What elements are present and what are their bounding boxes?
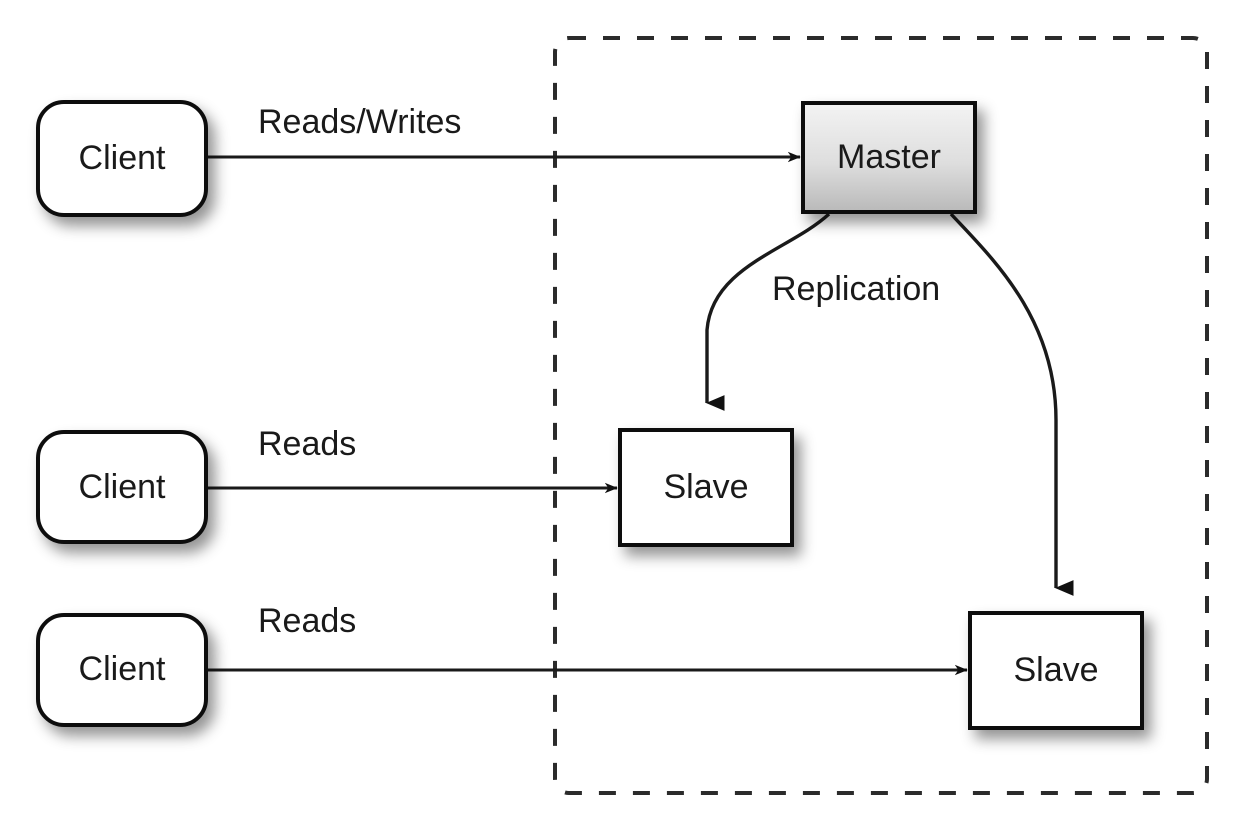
slave-lower-shape[interactable] (968, 611, 1144, 730)
edge-master-to-slave-upper (705, 212, 831, 411)
edge-label-reads-bottom: Reads (258, 602, 356, 640)
slave-lower-label: Slave (1013, 651, 1098, 689)
node-client-middle[interactable]: Client (36, 430, 208, 544)
node-slave-lower[interactable]: Slave (968, 611, 1144, 730)
edge-label-reads-writes: Reads/Writes (258, 103, 461, 141)
edge-master-to-slave-lower (949, 212, 1074, 596)
client-bottom-label: Client (79, 650, 166, 688)
client-top-shape[interactable] (36, 100, 208, 217)
edge-label-reads-middle: Reads (258, 425, 356, 463)
node-client-bottom[interactable]: Client (36, 613, 208, 727)
node-client-top[interactable]: Client (36, 100, 208, 217)
master-shape[interactable] (801, 101, 977, 214)
master-label: Master (837, 138, 941, 176)
edge-label-replication: Replication (772, 270, 940, 308)
slave-upper-label: Slave (663, 468, 748, 506)
node-master[interactable]: Master (801, 101, 977, 214)
slave-upper-shape[interactable] (618, 428, 794, 547)
database-cluster-boundary (553, 36, 1209, 795)
node-slave-upper[interactable]: Slave (618, 428, 794, 547)
client-top-label: Client (79, 139, 166, 177)
client-middle-label: Client (79, 468, 166, 506)
client-bottom-shape[interactable] (36, 613, 208, 727)
client-middle-shape[interactable] (36, 430, 208, 544)
